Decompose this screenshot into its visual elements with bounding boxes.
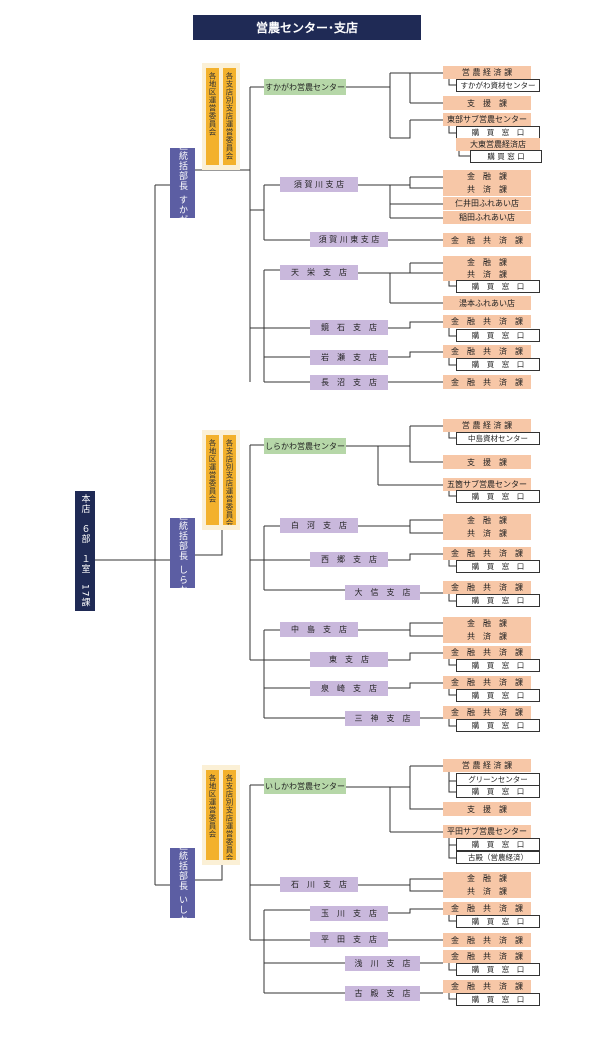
center-sukagawa: すかがわ営農センター bbox=[264, 79, 346, 95]
chief-sukagawa: 地区統括部長 すかがわ bbox=[170, 148, 195, 218]
dept-box: 支 援 課 bbox=[443, 96, 531, 110]
branch-box: 天 栄 支 店 bbox=[280, 265, 358, 280]
dept-box: 金 融 共 済 課 bbox=[443, 581, 531, 594]
dept-box: 営 農 経 済 課 bbox=[443, 419, 531, 432]
dept-box: 金 融 課 bbox=[443, 617, 531, 630]
dept-box: 金 融 課 bbox=[443, 872, 531, 885]
dept-box: 共 済 課 bbox=[443, 268, 531, 281]
dept-box: 支 援 課 bbox=[443, 455, 531, 469]
sub-office: 購 買 窓 口 bbox=[456, 594, 540, 607]
headquarters-box: 本店 ６部 １室 17課 bbox=[75, 491, 95, 611]
committee-regional-sukagawa: 各地区運営委員会 bbox=[206, 68, 219, 165]
branch-box: 玉 川 支 店 bbox=[310, 906, 388, 921]
committee-branch-sukagawa: 各支店別支店運営委員会 bbox=[223, 68, 236, 165]
branch-box: 古 殿 支 店 bbox=[345, 986, 420, 1001]
dept-box: 金 融 共 済 課 bbox=[443, 646, 531, 659]
dept-box: 金 融 共 済 課 bbox=[443, 345, 531, 358]
sub-office: 購 買 窓 口 bbox=[456, 915, 540, 928]
dept-box: 東部サブ営農センター bbox=[443, 113, 531, 126]
sub-office: 購 買 窓 口 bbox=[456, 358, 540, 371]
dept-box: 金 融 共 済 課 bbox=[443, 375, 531, 389]
sub-office: 購 買 窓 口 bbox=[456, 838, 540, 851]
dept-box: 営 農 経 済 課 bbox=[443, 66, 531, 79]
branch-box: 岩 瀬 支 店 bbox=[310, 350, 388, 365]
dept-box: 支 援 課 bbox=[443, 802, 531, 816]
sub-office: 購 買 窓 口 bbox=[456, 719, 540, 732]
dept-box: 五箇サブ営農センター bbox=[443, 478, 531, 491]
sub-office: すかがわ資材センター bbox=[456, 79, 540, 92]
committee-regional-shirakawa: 各地区運営委員会 bbox=[206, 435, 219, 525]
branch-box: 須 賀 川 支 店 bbox=[280, 177, 358, 192]
dept-box: 営 農 経 済 課 bbox=[443, 759, 531, 772]
dept-box: 共 済 課 bbox=[443, 183, 531, 196]
dept-box: 金 融 共 済 課 bbox=[443, 902, 531, 915]
dept-box: 金 融 共 済 課 bbox=[443, 315, 531, 328]
branch-box: 西 郷 支 店 bbox=[310, 552, 388, 567]
dept-box: 金 融 共 済 課 bbox=[443, 950, 531, 963]
branch-box: 三 神 支 店 bbox=[345, 711, 420, 726]
branch-box: 中 島 支 店 bbox=[280, 622, 358, 637]
dept-box: 金 融 共 済 課 bbox=[443, 706, 531, 719]
sub-office: 購 買 窓 口 bbox=[456, 280, 540, 293]
dept-box: 金 融 共 済 課 bbox=[443, 676, 531, 689]
sub-office: 購 買 窓 口 bbox=[456, 963, 540, 976]
sub-office: 中島資材センター bbox=[456, 432, 540, 445]
sub-office: 購 買 窓 口 bbox=[456, 659, 540, 672]
branch-box: 長 沼 支 店 bbox=[310, 375, 388, 390]
sub-office: 古殿（営農経済） bbox=[456, 851, 540, 864]
branch-box: 白 河 支 店 bbox=[280, 518, 358, 533]
chief-shirakawa: 地区統括部長 しらかわ bbox=[170, 518, 195, 588]
dept-box: 金 融 課 bbox=[443, 170, 531, 183]
dept-box: 仁井田ふれあい店 bbox=[443, 197, 531, 210]
dept-box: 稲田ふれあい店 bbox=[443, 211, 531, 224]
dept-box: 共 済 課 bbox=[443, 527, 531, 540]
dept-box: 平田サブ営農センター bbox=[443, 825, 531, 838]
dept-box: 金 融 共 済 課 bbox=[443, 233, 531, 247]
dept-box: 大東営農経済店 bbox=[456, 138, 540, 151]
branch-box: 平 田 支 店 bbox=[310, 932, 388, 947]
center-shirakawa: しらかわ営農センター bbox=[264, 438, 346, 454]
dept-box: 共 済 課 bbox=[443, 630, 531, 643]
dept-box: 金 融 共 済 課 bbox=[443, 980, 531, 993]
dept-box: 共 済 課 bbox=[443, 885, 531, 898]
branch-box: 泉 崎 支 店 bbox=[310, 681, 388, 696]
sub-office: 購 買 窓 口 bbox=[456, 993, 540, 1006]
sub-office: 購 買 窓 口 bbox=[470, 150, 542, 163]
committee-branch-shirakawa: 各支店別支店運営委員会 bbox=[223, 435, 236, 525]
sub-office: 購 買 窓 口 bbox=[456, 329, 540, 342]
dept-box: 金 融 課 bbox=[443, 514, 531, 527]
chief-ishikawa: 地区統括部長 いしかわ bbox=[170, 848, 195, 918]
committee-regional-ishikawa: 各地区運営委員会 bbox=[206, 770, 219, 860]
sub-office: 購 買 窓 口 bbox=[456, 689, 540, 702]
sub-office: 購 買 窓 口 bbox=[456, 490, 540, 503]
branch-box: 鏡 石 支 店 bbox=[310, 320, 388, 335]
center-ishikawa: いしかわ営農センター bbox=[264, 778, 346, 794]
page-title: 営農センター･支店 bbox=[193, 15, 421, 40]
branch-box: 浅 川 支 店 bbox=[345, 956, 420, 971]
dept-box: 金 融 共 済 課 bbox=[443, 933, 531, 947]
branch-box: 東 支 店 bbox=[310, 652, 388, 667]
sub-office: 購 買 窓 口 bbox=[456, 560, 540, 573]
dept-box: 金 融 共 済 課 bbox=[443, 547, 531, 560]
dept-box: 金 融 課 bbox=[443, 256, 531, 269]
branch-box: 大 信 支 店 bbox=[345, 585, 420, 600]
committee-branch-ishikawa: 各支店別支店運営委員会 bbox=[223, 770, 236, 860]
sub-office: 購 買 窓 口 bbox=[456, 785, 540, 798]
dept-box: 湯本ふれあい店 bbox=[443, 296, 531, 310]
branch-box: 石 川 支 店 bbox=[280, 877, 358, 892]
branch-box: 須 賀 川 東 支 店 bbox=[310, 232, 388, 247]
